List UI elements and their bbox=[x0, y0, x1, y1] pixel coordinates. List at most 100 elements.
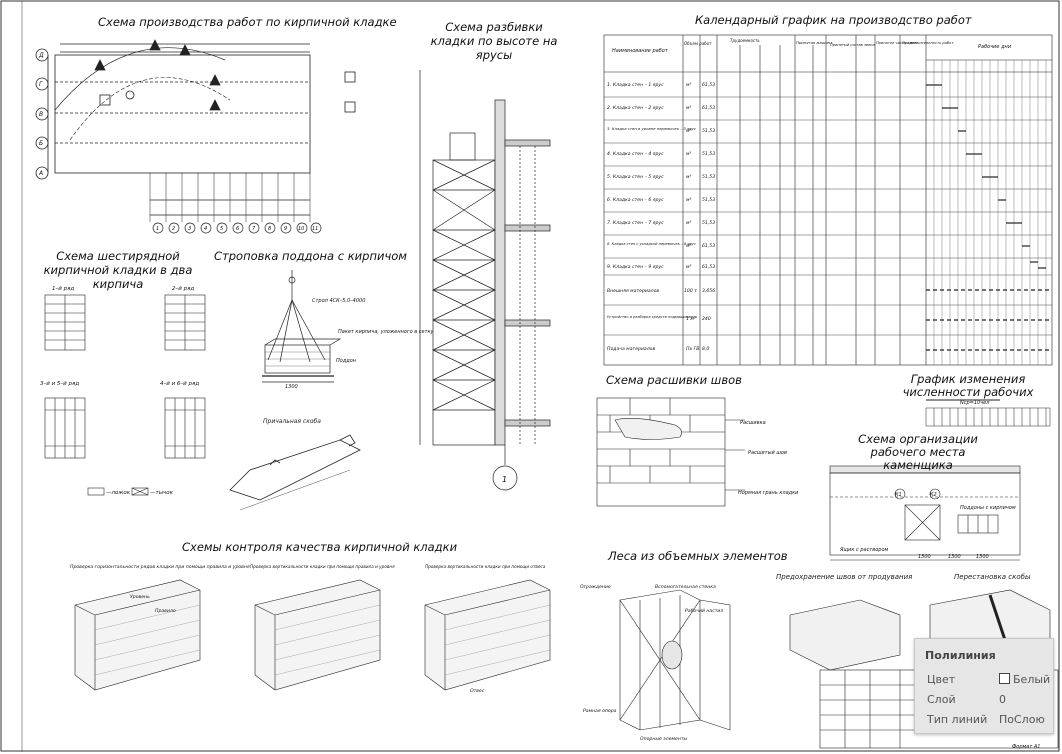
table-row-name: Внешняя материалов bbox=[607, 288, 659, 294]
rasshivka-notes: Расшивка Расшитый шов Нормная грань клад… bbox=[738, 420, 799, 496]
axis-num-10: 10 bbox=[298, 226, 304, 232]
kontrol-otves: Отвес bbox=[470, 688, 485, 694]
axis-num-8: 8 bbox=[268, 226, 271, 232]
poddon-note: Поддон bbox=[336, 358, 357, 364]
table-row-name: 5. Кладка стен – 5 ярус bbox=[607, 174, 664, 180]
org-k2: К2 bbox=[930, 492, 937, 498]
axis-label-b: Б bbox=[39, 140, 43, 147]
table-row-vol: 61,53 bbox=[702, 82, 715, 88]
title-kontrol: Схемы контроля качества кирпичной кладки bbox=[182, 540, 458, 554]
legend-lozhok: —ложок bbox=[106, 490, 131, 496]
axis-num-11: 11 bbox=[312, 226, 318, 232]
plan-scheme bbox=[47, 39, 356, 222]
kontrol-b: Проверка вертикальности кладки при помощ… bbox=[250, 564, 395, 569]
legend-tychok: —тычок bbox=[150, 490, 174, 496]
th-machine: Принятая машина bbox=[796, 40, 833, 45]
lesa-n2: Вспомогательная стенка bbox=[655, 584, 716, 590]
th-crew: Принятый состав звена bbox=[830, 43, 875, 47]
table-row-vol: 61,53 bbox=[702, 264, 715, 270]
table-row-name: Устройство и разборка средств подмащиван… bbox=[607, 315, 698, 319]
plan-axes-bottom bbox=[152, 222, 322, 234]
table-row-vol: 51,53 bbox=[702, 174, 715, 180]
rasshivka-n3: Нормная грань кладки bbox=[738, 490, 799, 496]
table-row-unit: м³ bbox=[686, 82, 691, 88]
kontrol-c: Проверка вертикальности кладки при помощ… bbox=[425, 564, 546, 569]
axis-num-1: 1 bbox=[156, 226, 159, 232]
org-dim-2: 1300 bbox=[948, 554, 961, 560]
axis-num-3: 3 bbox=[188, 226, 191, 232]
chislennost-chart bbox=[925, 399, 1051, 427]
lesa-n5: Опорные элементы bbox=[640, 736, 688, 742]
chislennost-label: Ncp=10чел bbox=[960, 400, 990, 406]
axis-num-6: 6 bbox=[236, 226, 239, 232]
plan-axes-left-labels: Д Г В Б А bbox=[38, 52, 44, 177]
table-row-name: 9. Кладка стен – 9 ярус bbox=[607, 264, 664, 270]
title-shesti: Схема шестирядной кирпичной кладки в два… bbox=[43, 249, 193, 291]
axis-num-9: 9 bbox=[284, 226, 287, 232]
table-row-vol: 51,53 bbox=[702, 220, 715, 226]
table-row-vol: 51,53 bbox=[702, 197, 715, 203]
brick-row-labels: 1–й ряд 2–й ряд 3–й и 5–й ряд 4–й и 6–й … bbox=[40, 286, 199, 496]
title-skoba: Причальная скоба bbox=[263, 418, 321, 425]
table-row-name: 7. Кладка стен – 7 ярус bbox=[607, 220, 664, 226]
table-row-vol: 61,53 bbox=[702, 243, 715, 249]
kontrol-notes: Проверка горизонтальности рядов кладки п… bbox=[70, 564, 546, 694]
tooltip-linetype-value: ПоСлою bbox=[999, 713, 1045, 726]
th-shifts: Принятое число смен bbox=[876, 41, 917, 45]
th-volume: Объем работ bbox=[684, 41, 712, 46]
table-row-vol: 8,0 bbox=[702, 346, 709, 352]
axis-marker: 1 bbox=[502, 475, 507, 484]
title-kladka: Схема производства работ по кирпичной кл… bbox=[98, 15, 397, 29]
table-row-unit: м³ bbox=[686, 128, 691, 134]
axis-num-5: 5 bbox=[220, 226, 223, 232]
axis-num-4: 4 bbox=[204, 226, 207, 232]
table-row-unit: 1 м² bbox=[686, 316, 696, 322]
format-label: Формат А1 bbox=[1012, 744, 1040, 750]
org-poddon: Поддоны с кирпичом bbox=[960, 505, 1016, 511]
row-label-1: 1–й ряд bbox=[52, 286, 74, 292]
rasshivka-n2: Расшитый шов bbox=[748, 450, 787, 456]
table-row-vol: 61,53 bbox=[702, 105, 715, 111]
tooltip-color-text: Белый bbox=[1013, 673, 1051, 686]
axis-num-7: 7 bbox=[252, 226, 256, 232]
row-label-2: 2–й ряд bbox=[172, 286, 194, 292]
plan-axes-left bbox=[35, 48, 49, 180]
lesa-drawing bbox=[619, 589, 731, 731]
table-row-unit: м³ bbox=[686, 243, 691, 249]
lesa-n3: Рабочий настил bbox=[685, 608, 723, 614]
th-duration: Продолжительность работ bbox=[902, 41, 954, 45]
table-row-unit: м³ bbox=[686, 151, 691, 157]
organizacia-drawing bbox=[829, 465, 1021, 561]
title-rasshivka: Схема расшивки швов bbox=[606, 373, 742, 387]
org-dim-1: 1300 bbox=[918, 554, 931, 560]
tooltip-layer-label: Слой bbox=[927, 693, 956, 706]
table-row-name: Подача материалов bbox=[607, 346, 655, 352]
title-razbivka: Схема разбивки кладки по высоте на ярусы bbox=[430, 20, 558, 62]
kontrol-a: Проверка горизонтальности рядов кладки п… bbox=[70, 564, 250, 570]
th-days: Рабочие дни bbox=[978, 44, 1012, 50]
lesa-n4: Рамная опора bbox=[583, 708, 617, 714]
table-row-unit: м³ bbox=[686, 105, 691, 111]
th-name: Наименование работ bbox=[612, 48, 669, 54]
plan-axes-bottom-labels: 1 2 3 4 5 6 7 8 9 10 11 bbox=[156, 226, 318, 232]
axis-label-v: В bbox=[39, 111, 43, 118]
tooltip-linetype-label: Тип линий bbox=[927, 713, 988, 726]
org-dim-3: 1300 bbox=[976, 554, 989, 560]
table-row-unit: м³ bbox=[686, 197, 691, 203]
title-chislennost: График изменения численности рабочих bbox=[902, 372, 1034, 399]
rasshivka-drawing bbox=[596, 397, 745, 507]
kontrol-pravilo: Правило bbox=[155, 608, 176, 614]
tooltip-color-label: Цвет bbox=[927, 673, 956, 686]
axis-label-g: Г bbox=[39, 81, 43, 88]
title-perestanovka: Перестановка скобы bbox=[954, 573, 1031, 581]
org-k1: К1 bbox=[895, 492, 902, 498]
color-swatch-icon bbox=[999, 673, 1010, 684]
stropovka-drawing bbox=[262, 270, 342, 383]
kontrol-urovni: Уровень bbox=[130, 594, 150, 600]
axis-label-d: Д bbox=[38, 52, 44, 59]
axis-num-2: 2 bbox=[172, 226, 175, 232]
brick-row-schemes bbox=[44, 294, 206, 496]
